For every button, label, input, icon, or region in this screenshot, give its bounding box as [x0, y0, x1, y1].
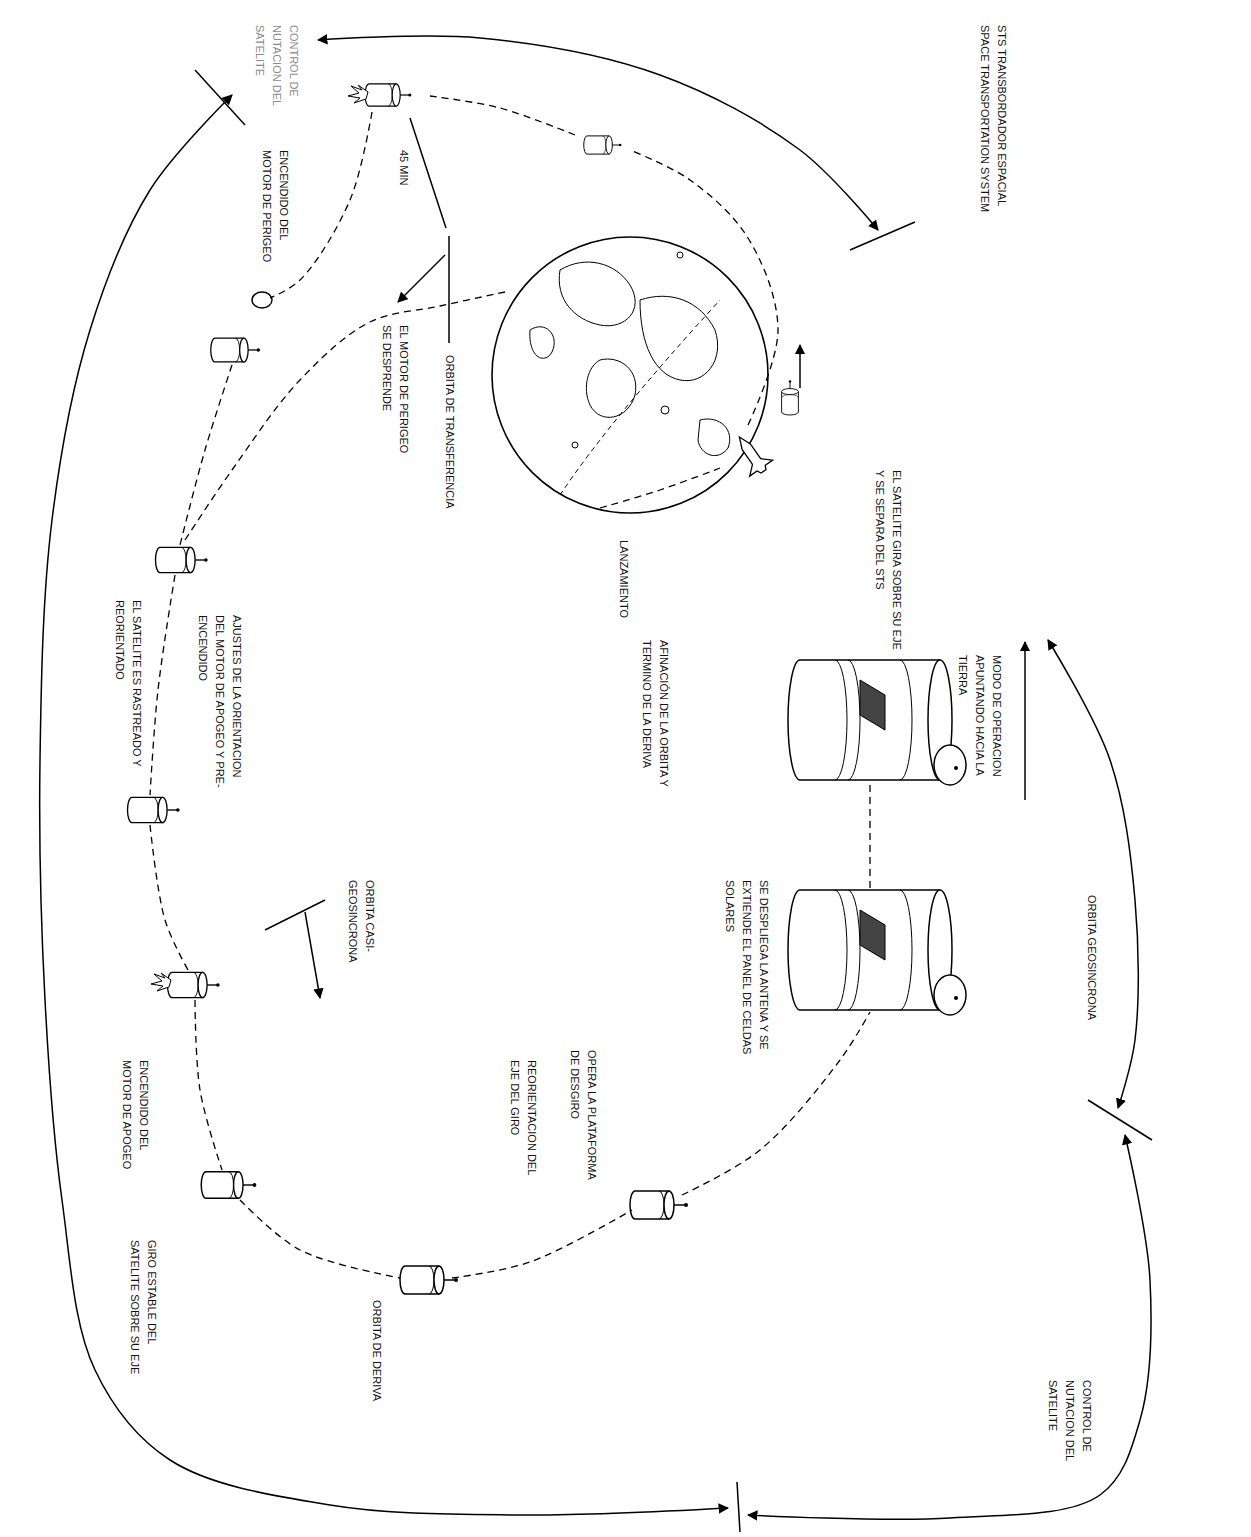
satellite-parking [584, 136, 622, 154]
continent [559, 262, 635, 326]
annotation-label: GIRO ESTABLE DEL SATELITE SOBRE SU EJE [126, 1240, 160, 1395]
space-shuttle [728, 429, 775, 479]
separation-arrow [799, 345, 801, 388]
satellite-apogee-burn [168, 972, 220, 997]
annotation-label: CONTROL DE NUTACION DEL SATELITE [1044, 1380, 1095, 1472]
leader-arrow [305, 912, 320, 998]
annotation-label: STS TRANSBORDADOR ESPACIAL SPACE TRANSPO… [976, 25, 1010, 230]
phase-separator [195, 70, 245, 125]
satellite [128, 797, 180, 822]
parking-orbit [630, 150, 778, 425]
near-geo-orbit [195, 1000, 222, 1170]
satellite-drift [400, 1266, 458, 1294]
annotation-label: LANZAMIENTO [615, 540, 632, 650]
island [661, 406, 669, 414]
phase-bracket [318, 36, 878, 230]
annotation-label: SE DESPLIEGA LA ANTENA Y SE EXTIENDE EL … [721, 880, 772, 1060]
leader-line [448, 236, 450, 343]
annotation-label: ORBITA DE TRANSFERENCIA [441, 355, 458, 540]
drift-orbit [452, 1210, 632, 1278]
phase-bracket [40, 95, 728, 1515]
annotation-label: EL SATELITE ES RASTREADO Y REORIENTADO [111, 600, 145, 770]
continent [640, 296, 718, 380]
annotation-label: 45 MIN [395, 150, 412, 210]
engine-flame [151, 973, 171, 991]
phase-bracket [1048, 640, 1138, 1108]
annotation-label: REORIENTACION DEL EJE DEL GIRO [506, 1060, 540, 1195]
drift-orbit [682, 1012, 870, 1195]
phase-separator [850, 222, 915, 250]
continent [698, 419, 730, 456]
parking-orbit [430, 96, 575, 135]
phase-bracket [748, 1135, 1151, 1519]
satellite [211, 338, 260, 362]
annotation-label: CONTROL DE NUTACION DEL SATELITE [251, 25, 302, 117]
transfer-orbit [180, 365, 232, 545]
launch-path [600, 468, 720, 508]
transfer-orbit [150, 575, 175, 795]
leader-arrow [398, 255, 445, 302]
satellite-perigee-burn [365, 84, 411, 106]
annotation-label: EL SATELITE GIRA SOBRE SU EJE Y SE SEPAR… [871, 470, 905, 652]
annotation-label: ORBITA CASI-GEOSINCRONA [344, 880, 378, 1005]
annotation-label: MODO DE OPERACION APUNTANDO HACIA LA TIE… [954, 655, 1005, 793]
leader-line [265, 900, 325, 930]
leader-line [410, 118, 446, 228]
annotation-label: ENCENDIDO DEL MOTOR DE APOGEO [118, 1060, 152, 1185]
annotation-label: EL MOTOR DE PERIGEO SE DESPRENDE [378, 325, 412, 467]
annotation-label: ORBITA GEOSINCRONA [1083, 895, 1100, 1045]
island [572, 442, 578, 448]
continent [530, 327, 554, 359]
pointing-arrow [1024, 642, 1026, 800]
annotation-label: ORBITA DE DERIVA [368, 1300, 385, 1430]
transfer-orbit [185, 292, 505, 540]
transfer-orbit [150, 825, 188, 970]
satellite-operational [788, 660, 966, 785]
satellite-separating [782, 380, 799, 415]
satellite [156, 547, 208, 572]
island [677, 252, 683, 258]
phase-separator [737, 1482, 740, 1532]
earth-continents [530, 252, 730, 456]
geo-orbit [869, 782, 870, 888]
annotation-label: OPERA LA PLATAFORMA DE DESGIRO [566, 1050, 600, 1195]
annotation-label: AJUSTES DE LA ORIENTACION DEL MOTOR DE A… [194, 615, 245, 797]
continent [586, 359, 635, 417]
ground-track [560, 300, 720, 495]
satellite [201, 1172, 256, 1199]
earth-globe [492, 237, 768, 513]
engine-flame [348, 85, 368, 103]
annotation-label: ENCENDIDO DEL MOTOR DE PERIGEO [258, 150, 292, 275]
satellite-deployed [788, 890, 966, 1015]
drift-orbit [240, 1200, 400, 1278]
annotation-label: AFINACIÓN DE LA ORBITA Y TERMINO DE LA D… [638, 640, 672, 810]
satellite-despin [630, 1191, 688, 1219]
phase-separator [1088, 1100, 1152, 1140]
perigee-motor [252, 292, 272, 308]
